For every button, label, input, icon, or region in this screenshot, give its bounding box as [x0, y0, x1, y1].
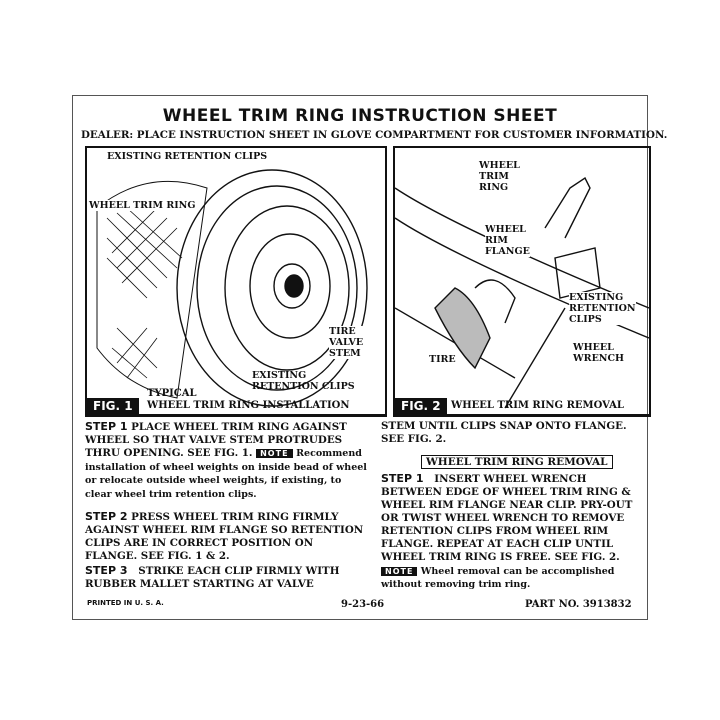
note-badge: NOTE: [381, 567, 418, 576]
figure-2: WHEEL TRIM RING WHEEL RIM FLANGE EXISTIN…: [393, 146, 651, 417]
install-step-2: STEP 2 PRESS WHEEL TRIM RING FIRMLY AGAI…: [85, 510, 364, 562]
install-step-3-continued: STEM UNTIL CLIPS SNAP ONTO FLANGE. SEE F…: [381, 420, 627, 445]
removal-note: NOTE Wheel removal can be accomplished w…: [381, 566, 615, 590]
label-existing-retention-clips: EXISTING RETENTION CLIPS: [107, 151, 268, 162]
fig1-tag: FIG. 1: [87, 398, 139, 414]
part-number: PART NO. 3913832: [525, 599, 632, 610]
note-badge: NOTE: [256, 449, 293, 458]
fig2-caption: WHEEL TRIM RING REMOVAL: [451, 400, 624, 411]
label-tire-valve-stem: TIRE VALVE STEM: [329, 326, 364, 359]
fig1-caption-typical: TYPICAL: [147, 388, 197, 399]
fig2-tag: FIG. 2: [395, 398, 447, 414]
removal-heading: WHEEL TRIM RING REMOVAL: [421, 450, 613, 469]
label-wheel-trim-ring: WHEEL TRIM RING: [89, 200, 196, 211]
label-wheel-rim-flange: WHEEL RIM FLANGE: [485, 224, 530, 257]
instruction-sheet: WHEEL TRIM RING INSTRUCTION SHEET DEALER…: [72, 95, 667, 620]
removal-illustration: [395, 176, 649, 409]
fig1-caption: WHEEL TRIM RING INSTALLATION: [147, 400, 350, 411]
label-wheel-trim-ring: WHEEL TRIM RING: [479, 160, 520, 193]
removal-step-1: STEP 1 INSERT WHEEL WRENCH BETWEEN EDGE …: [381, 472, 633, 563]
wheel-illustration: [96, 169, 368, 407]
figure-1: EXISTING RETENTION CLIPS WHEEL TRIM RING…: [85, 146, 387, 417]
install-step-1: STEP 1 PLACE WHEEL TRIM RING AGAINST WHE…: [85, 420, 367, 500]
label-existing-retention-clips-bottom: EXISTING RETENTION CLIPS: [252, 370, 355, 392]
label-existing-retention-clips: EXISTING RETENTION CLIPS: [569, 292, 636, 325]
sheet-title: WHEEL TRIM RING INSTRUCTION SHEET: [162, 106, 558, 126]
print-date: 9-23-66: [341, 599, 385, 610]
install-step-3: STEP 3 STRIKE EACH CLIP FIRMLY WITH RUBB…: [85, 564, 340, 590]
label-wheel-wrench: WHEEL WRENCH: [573, 342, 625, 364]
label-tire: TIRE: [429, 354, 456, 365]
printed-in-usa: PRINTED IN U. S. A.: [87, 599, 164, 607]
dealer-instruction: DEALER: PLACE INSTRUCTION SHEET IN GLOVE…: [81, 129, 668, 141]
